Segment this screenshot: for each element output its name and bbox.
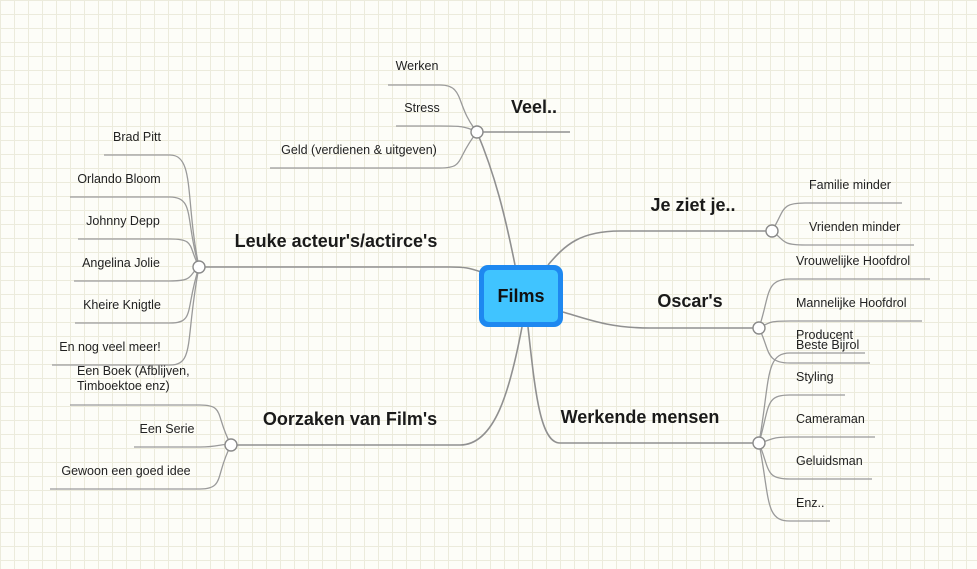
leaf-angelina-jolie[interactable]: Angelina Jolie	[82, 256, 160, 270]
leaf-orlando-bloom[interactable]: Orlando Bloom	[77, 172, 160, 186]
oscars-leaf-line-0	[758, 278, 930, 329]
leaf-geluidsman[interactable]: Geluidsman	[796, 454, 863, 468]
leaf-mannelijke-hoofdrol[interactable]: Mannelijke Hoofdrol	[796, 296, 906, 310]
acteurs-leaf-line-5	[52, 266, 200, 366]
oscars-leaf-line-2	[758, 327, 870, 364]
leaf-familie-minder[interactable]: Familie minder	[809, 178, 891, 192]
central-topic-label: Films	[484, 270, 558, 322]
leaf-johnny-depp[interactable]: Johnny Depp	[86, 214, 160, 228]
branch-line-oscars	[562, 311, 759, 329]
branch-line-jeziet	[547, 230, 772, 266]
werkende-leaf-line-2	[758, 436, 875, 444]
branch-line-werkende	[527, 326, 759, 444]
acteurs-leaf-line-4	[75, 266, 200, 324]
topic-oscars[interactable]: Oscar's	[657, 291, 722, 311]
acteurs-leaf-line-1	[70, 196, 200, 268]
leaf-stress[interactable]: Stress	[404, 101, 439, 115]
topic-jeziet[interactable]: Je ziet je..	[650, 195, 735, 215]
werkende-leaf-line-0	[758, 352, 865, 444]
leaf-vrouwelijke-hoofdrol[interactable]: Vrouwelijke Hoofdrol	[796, 254, 910, 268]
leaf-cameraman[interactable]: Cameraman	[796, 412, 865, 426]
oorzaken-leaf-line-1	[134, 443, 232, 448]
central-topic[interactable]: Films	[479, 265, 563, 327]
leaf-en-nog-veel-meer[interactable]: En nog veel meer!	[59, 340, 160, 354]
werkende-leaf-line-3	[758, 442, 872, 480]
werkende-leaf-line-1	[758, 394, 845, 444]
topic-acteurs[interactable]: Leuke acteur's/actirce's	[235, 231, 438, 251]
branch-line-oorzaken	[231, 326, 523, 446]
topic-werkende[interactable]: Werkende mensen	[561, 407, 720, 427]
leaf-producent[interactable]: Producent	[796, 328, 854, 342]
branch-line-veel	[476, 131, 516, 266]
veel-leaf-line-2	[270, 131, 478, 169]
leaf-beste-bijrol[interactable]: Beste Bijrol	[796, 338, 859, 352]
jeziet-junction[interactable]	[765, 224, 779, 238]
oorzaken-leaf-line-0	[70, 404, 232, 446]
leaf-geld[interactable]: Geld (verdienen & uitgeven)	[281, 143, 437, 157]
veel-junction[interactable]	[470, 125, 484, 139]
oorzaken-leaf-line-2	[50, 444, 232, 490]
acteurs-leaf-line-2	[78, 238, 200, 268]
topic-oorzaken[interactable]: Oorzaken van Film's	[263, 409, 437, 429]
leaf-enz[interactable]: Enz..	[796, 496, 825, 510]
leaf-een-serie[interactable]: Een Serie	[140, 422, 195, 436]
veel-leaf-line-0	[388, 84, 478, 133]
acteurs-leaf-line-0	[104, 154, 200, 268]
topic-veel[interactable]: Veel..	[511, 97, 557, 117]
leaf-werken[interactable]: Werken	[396, 59, 439, 73]
branch-line-acteurs	[199, 266, 482, 273]
leaf-vrienden-minder[interactable]: Vrienden minder	[809, 220, 900, 234]
leaf-gewoon-een-goed-idee[interactable]: Gewoon een goed idee	[61, 464, 190, 478]
veel-leaf-line-1	[396, 125, 478, 133]
oscars-leaf-line-1	[758, 320, 922, 329]
jeziet-leaf-line-0	[771, 202, 902, 232]
leaf-kheire-knigtle[interactable]: Kheire Knigtle	[83, 298, 161, 312]
werkende-leaf-line-4	[758, 442, 830, 522]
oorzaken-junction[interactable]	[224, 438, 238, 452]
leaf-een-boek-line2[interactable]: Timboektoe enz)	[77, 379, 170, 393]
werkende-junction[interactable]	[752, 436, 766, 450]
leaf-styling[interactable]: Styling	[796, 370, 834, 384]
acteurs-junction[interactable]	[192, 260, 206, 274]
leaf-brad-pitt[interactable]: Brad Pitt	[113, 130, 161, 144]
oscars-junction[interactable]	[752, 321, 766, 335]
leaf-een-boek-line1[interactable]: Een Boek (Afblijven,	[77, 364, 190, 378]
